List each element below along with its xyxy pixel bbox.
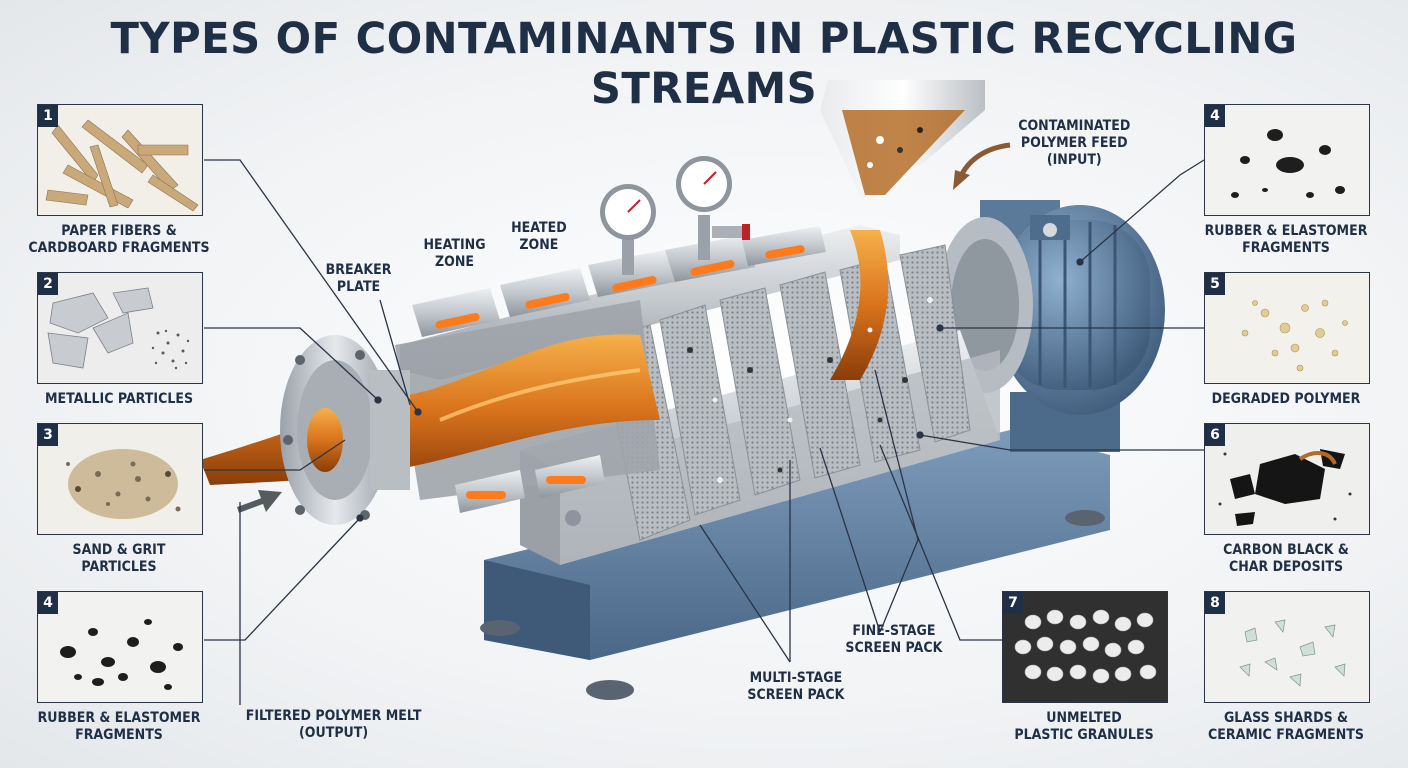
- label-line: PLATE: [336, 279, 381, 295]
- card-caption-line1: GLASS SHARDS &: [1223, 710, 1349, 726]
- label-multi-stage-screen: MULTI-STAGE SCREEN PACK: [747, 670, 844, 704]
- feed-arrow-icon: [953, 142, 1011, 190]
- label-line: HEATED: [511, 220, 567, 236]
- card-number: 4: [38, 592, 58, 614]
- card-number: 7: [1003, 592, 1023, 614]
- label-line: CONTAMINATED: [1018, 118, 1131, 134]
- label-line: (INPUT): [1046, 152, 1102, 168]
- card-caption-line2: FRAGMENTS: [75, 727, 163, 743]
- label-heating-zone: HEATING ZONE: [423, 237, 485, 271]
- card-glass-shards: 8 GLASS SHARDS & CERAMIC FRAGMENTS: [1204, 591, 1370, 744]
- carbon-char-photo-icon: [1205, 424, 1369, 534]
- card-caption-line2: PLASTIC GRANULES: [1014, 727, 1154, 743]
- rubber-fragments-photo-icon: [1205, 105, 1369, 215]
- card-number: 2: [38, 273, 58, 295]
- card-caption-line2: CERAMIC FRAGMENTS: [1208, 727, 1364, 743]
- card-caption-line2: CHAR DEPOSITS: [1228, 559, 1344, 575]
- label-line: FINE-STAGE: [852, 623, 936, 639]
- pressure-gauge-left: [600, 184, 656, 275]
- card-number: 6: [1205, 424, 1225, 446]
- card-caption-line1: RUBBER & ELASTOMER: [37, 710, 201, 726]
- label-line: SCREEN PACK: [845, 640, 943, 656]
- card-caption-line1: METALLIC PARTICLES: [44, 391, 194, 407]
- card-carbon-char: 6 CARBON BLACK & CHAR DEPOSITS: [1204, 423, 1370, 576]
- label-breaker-plate: BREAKER PLATE: [326, 262, 392, 296]
- card-rubber-left: 4 RUBBER & ELASTOMER FRAGMENTS: [37, 591, 203, 744]
- label-filtered-output: FILTERED POLYMER MELT (OUTPUT): [246, 708, 422, 742]
- pressure-gauge-right: [676, 156, 750, 260]
- degraded-polymer-photo-icon: [1205, 273, 1369, 383]
- card-caption-line1: PAPER FIBERS &: [61, 223, 177, 239]
- die-flange: [280, 335, 410, 525]
- label-heated-zone: HEATED ZONE: [511, 220, 567, 254]
- glass-shards-photo-icon: [1205, 592, 1369, 702]
- card-number: 8: [1205, 592, 1225, 614]
- contaminant-debris: [687, 297, 933, 483]
- label-line: ZONE: [519, 237, 559, 253]
- card-caption-line1: SAND & GRIT: [72, 542, 166, 558]
- plastic-granules-photo-icon: [1003, 592, 1167, 702]
- card-number: 5: [1205, 273, 1225, 295]
- card-sand-grit: 3 SAND & GRIT PARTICLES: [37, 423, 203, 576]
- card-degraded-polymer: 5 DEGRADED POLYMER: [1204, 272, 1370, 408]
- feed-hopper: [820, 80, 985, 200]
- leader-lines: [204, 159, 1205, 705]
- card-paper-fibers: 1 PAPER FIBERS & CARDBOARD FRAGMENTS: [28, 104, 210, 257]
- sand-grit-photo-icon: [38, 424, 202, 534]
- card-caption-line1: UNMELTED: [1046, 710, 1122, 726]
- card-rubber-right: 4 RUBBER & ELASTOMER FRAGMENTS: [1204, 104, 1370, 257]
- label-line: BREAKER: [325, 262, 392, 278]
- card-caption-line2: CARDBOARD FRAGMENTS: [28, 240, 210, 256]
- card-metallic-particles: 2 METALLIC PARTICLES: [37, 272, 203, 408]
- machine-base: [480, 430, 1110, 700]
- label-fine-stage-screen: FINE-STAGE SCREEN PACK: [845, 623, 942, 657]
- label-line: HEATING: [423, 237, 486, 253]
- screen-pack: [599, 244, 971, 541]
- label-line: FILTERED POLYMER MELT: [245, 708, 422, 724]
- rubber-fragments-photo-icon: [38, 592, 202, 702]
- card-plastic-granules: 7 UNMELTED PLASTIC GRANULES: [1002, 591, 1168, 744]
- card-caption-line2: PARTICLES: [81, 559, 157, 575]
- card-number: 1: [38, 105, 58, 127]
- label-contaminated-feed: CONTAMINATED POLYMER FEED (INPUT): [1018, 118, 1130, 169]
- card-caption-line1: CARBON BLACK &: [1223, 542, 1349, 558]
- card-number: 3: [38, 424, 58, 446]
- card-caption-line1: DEGRADED POLYMER: [1211, 391, 1361, 407]
- label-line: ZONE: [434, 254, 475, 270]
- metallic-particles-photo-icon: [38, 273, 202, 383]
- electric-motor: [937, 200, 1165, 452]
- label-line: (OUTPUT): [299, 725, 369, 741]
- card-number: 4: [1205, 105, 1225, 127]
- label-line: MULTI-STAGE: [749, 670, 843, 686]
- card-caption-line1: RUBBER & ELASTOMER: [1204, 223, 1368, 239]
- card-caption-line2: FRAGMENTS: [1242, 240, 1330, 256]
- output-arrow-icon: [236, 490, 282, 513]
- label-line: POLYMER FEED: [1020, 135, 1128, 151]
- page-title: TYPES OF CONTAMINANTS IN PLASTIC RECYCLI…: [110, 14, 1298, 114]
- paper-fibers-photo-icon: [38, 105, 202, 215]
- label-line: SCREEN PACK: [747, 687, 845, 703]
